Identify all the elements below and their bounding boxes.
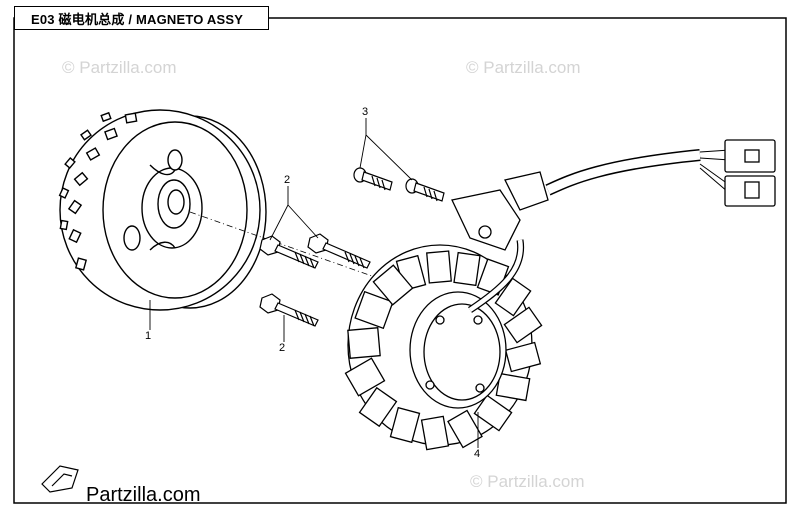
stator-bolts: [259, 233, 371, 327]
diagram-title: E03 磁电机总成 / MAGNETO ASSY: [14, 6, 269, 30]
pickup-screws: [353, 167, 445, 202]
watermark: © Partzilla.com: [466, 58, 581, 77]
partzilla-logo-icon: [41, 465, 79, 493]
axis-line: [189, 211, 441, 301]
drawing-border: [13, 17, 787, 504]
watermark: © Partzilla.com: [470, 472, 585, 491]
stator-coil-assembly: [344, 244, 543, 451]
partzilla-brand-text[interactable]: Partzilla.com: [86, 484, 201, 506]
callout-leaders: [149, 118, 479, 448]
diagram-title-text: E03 磁电机总成 / MAGNETO ASSY: [31, 11, 244, 27]
watermark: © Partzilla.com: [62, 58, 177, 77]
callout-2: 2: [279, 342, 286, 354]
callout-4: 4: [474, 448, 481, 460]
flywheel-rotor: [58, 109, 267, 311]
callout-1: 1: [145, 330, 152, 342]
callout-3: 3: [362, 106, 369, 118]
wiring-harness: [451, 139, 776, 313]
callout-2: 2: [284, 174, 291, 186]
